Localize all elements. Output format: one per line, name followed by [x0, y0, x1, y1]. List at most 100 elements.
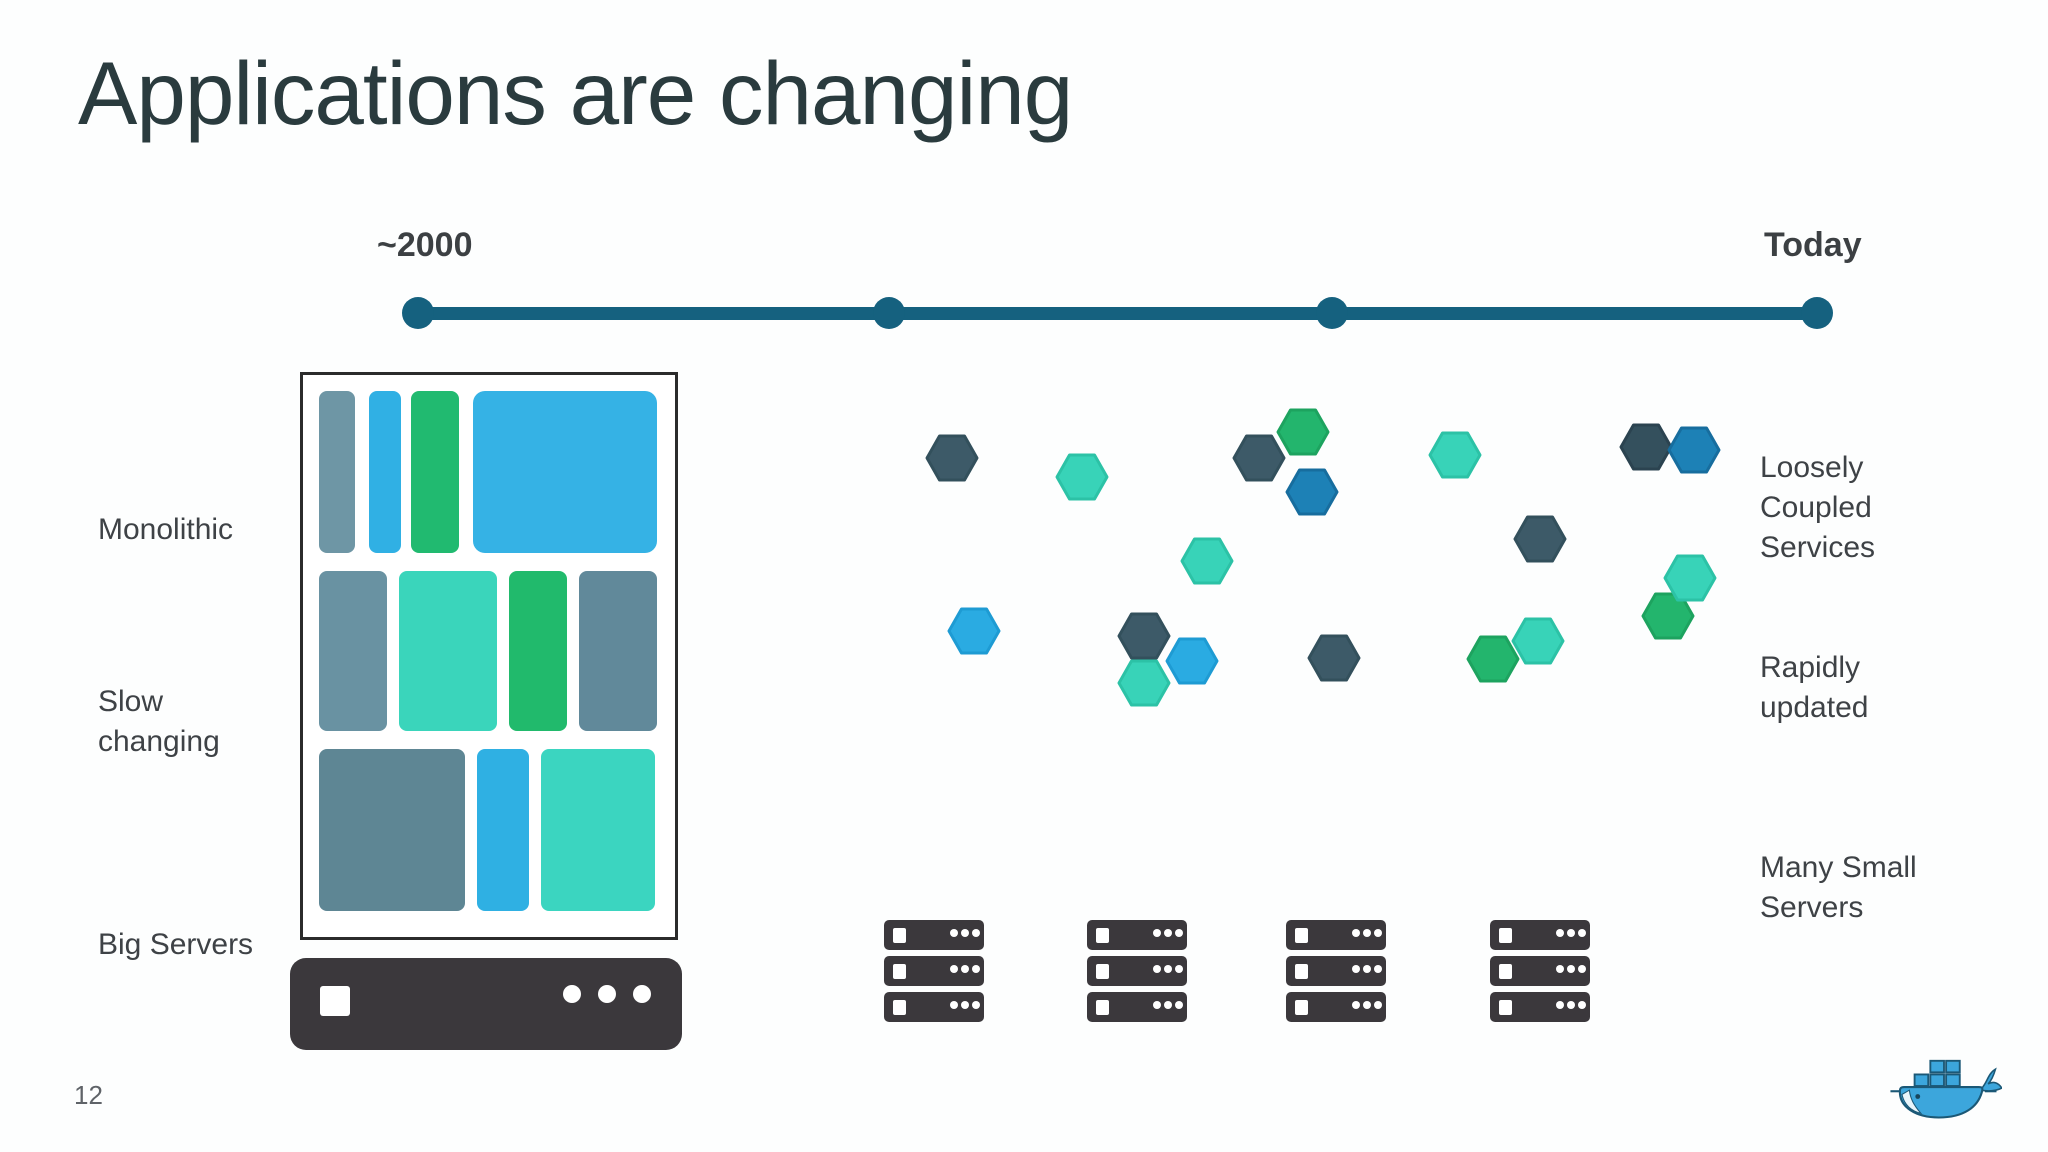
server-rack — [1286, 920, 1386, 1028]
monolith-module — [319, 571, 387, 731]
timeline-dot — [1801, 297, 1833, 329]
rack-led-dot — [1363, 965, 1371, 973]
container — [1913, 1073, 1930, 1087]
server-led-dot — [598, 985, 616, 1003]
service-hexagon-teal — [1428, 431, 1482, 479]
rack-led-dot — [1567, 929, 1575, 937]
rack-led-dot — [972, 1001, 980, 1009]
rack-led-dot — [1374, 1001, 1382, 1009]
service-hexagon-lightblue — [1165, 637, 1219, 685]
rack-led-dot — [1556, 1001, 1564, 1009]
rack-led-dot — [950, 929, 958, 937]
rack-led-dot — [961, 929, 969, 937]
whale-eye — [1915, 1094, 1921, 1099]
rack-unit — [1087, 992, 1187, 1022]
rack-panel-square — [1295, 928, 1308, 943]
label-loosely-line3: Services — [1760, 531, 1876, 564]
rack-led-dot — [1363, 1001, 1371, 1009]
label-slow-line2: changing — [98, 725, 220, 758]
timeline-end-label: Today — [1764, 226, 1862, 264]
rack-led-dot — [1164, 1001, 1172, 1009]
service-hexagon-teal — [1663, 554, 1717, 602]
rack-led-dot — [1164, 929, 1172, 937]
rack-led-dot — [1153, 965, 1161, 973]
service-hexagon-lightblue — [947, 607, 1001, 655]
container — [1929, 1073, 1945, 1087]
label-rapidly-line1: Rapidly — [1760, 651, 1861, 684]
label-monolithic-text: Monolithic — [98, 513, 234, 546]
rack-panel-square — [1499, 928, 1512, 943]
timeline-dot — [1316, 297, 1348, 329]
server-rack — [1490, 920, 1590, 1028]
label-slow-line1: Slow — [98, 685, 164, 718]
label-rapidly-line2: updated — [1760, 691, 1869, 724]
service-hexagon-darkblue — [1667, 426, 1721, 474]
service-hexagon-slate — [925, 434, 979, 482]
rack-led-dot — [1567, 1001, 1575, 1009]
monolith-module — [319, 749, 465, 911]
label-monolithic: Monolithic — [98, 510, 233, 550]
server-rack — [1087, 920, 1187, 1028]
timeline-start-label: ~2000 — [377, 226, 473, 264]
whale-tail — [1979, 1067, 2002, 1092]
monolith-module — [579, 571, 657, 731]
rack-led-dot — [950, 1001, 958, 1009]
rack-unit — [1490, 920, 1590, 950]
label-big-servers: Big Servers — [98, 925, 253, 965]
label-loosely-coupled-services: Loosely Coupled Services — [1760, 448, 1875, 568]
rack-unit — [1490, 956, 1590, 986]
label-many-line2: Servers — [1760, 891, 1864, 924]
monolith-module — [411, 391, 459, 553]
rack-unit — [1286, 992, 1386, 1022]
docker-whale-logo — [1890, 1059, 2002, 1119]
rack-led-dot — [961, 965, 969, 973]
rack-panel-square — [1096, 928, 1109, 943]
rack-panel-square — [1295, 964, 1308, 979]
rack-led-dot — [1175, 965, 1183, 973]
slide-title: Applications are changing — [78, 43, 1073, 143]
server-rack — [884, 920, 984, 1028]
rack-panel-square — [893, 1000, 906, 1015]
service-hexagon-teal — [1055, 453, 1109, 501]
label-slow-changing: Slow changing — [98, 682, 220, 762]
rack-panel-square — [1499, 964, 1512, 979]
rack-led-dot — [1578, 965, 1586, 973]
rack-panel-square — [1096, 964, 1109, 979]
label-rapidly-updated: Rapidly updated — [1760, 648, 1868, 728]
monolith-module — [509, 571, 567, 731]
server-panel-square — [320, 986, 350, 1016]
service-hexagon-teal — [1511, 617, 1565, 665]
label-many-line1: Many Small — [1760, 851, 1917, 884]
rack-led-dot — [950, 965, 958, 973]
rack-led-dot — [1556, 965, 1564, 973]
rack-panel-square — [1096, 1000, 1109, 1015]
server-led-dot — [633, 985, 651, 1003]
monolith-module — [369, 391, 401, 553]
rack-led-dot — [1164, 965, 1172, 973]
rack-led-dot — [1578, 929, 1586, 937]
rack-led-dot — [972, 929, 980, 937]
service-hexagon-navy — [1619, 423, 1673, 471]
rack-led-dot — [1374, 929, 1382, 937]
label-many-small-servers: Many Small Servers — [1760, 848, 1917, 928]
rack-led-dot — [1567, 965, 1575, 973]
monolith-module — [399, 571, 497, 731]
rack-led-dot — [972, 965, 980, 973]
rack-panel-square — [893, 928, 906, 943]
rack-led-dot — [961, 1001, 969, 1009]
service-hexagon-green — [1641, 592, 1695, 640]
service-hexagon-slate — [1232, 434, 1286, 482]
label-loosely-line2: Coupled — [1760, 491, 1872, 524]
rack-unit — [884, 920, 984, 950]
rack-led-dot — [1374, 965, 1382, 973]
container-stack — [1913, 1059, 1961, 1087]
rack-led-dot — [1153, 1001, 1161, 1009]
monolith-module — [541, 749, 655, 911]
monolith-module — [477, 749, 529, 911]
rack-unit — [1087, 920, 1187, 950]
rack-panel-square — [1295, 1000, 1308, 1015]
service-hexagon-darkblue — [1285, 468, 1339, 516]
rack-unit — [1087, 956, 1187, 986]
